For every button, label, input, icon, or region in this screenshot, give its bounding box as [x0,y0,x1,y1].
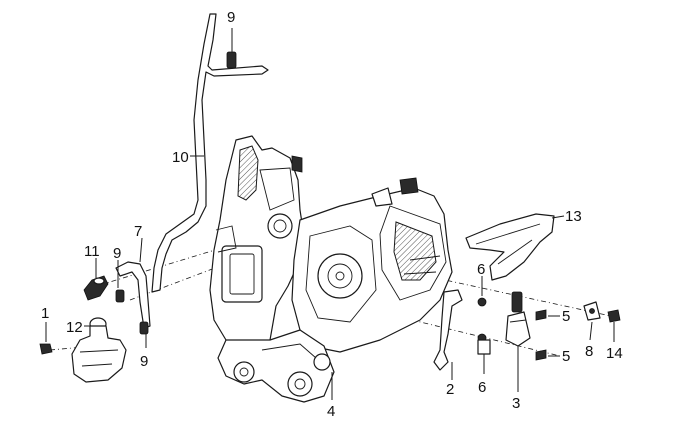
engine-assembly [209,135,453,403]
callout-7: 7 [134,223,142,240]
tank-cap [83,275,109,301]
callout-5-upper: 5 [562,308,570,325]
callout-8: 8 [585,343,593,360]
bolt-14 [607,309,621,323]
leader-lines [45,28,615,400]
hose-clip-left [115,289,125,303]
breather-tube [151,13,269,293]
spacer-6 [477,339,491,355]
callout-10: 10 [172,149,189,166]
reservoir-tank [71,317,127,383]
hose-clip-bottom [139,321,149,335]
callout-9-bottom: 9 [140,353,148,370]
small-hose [115,261,151,335]
mounting-bracket [433,289,463,371]
callout-4: 4 [327,403,335,420]
callout-labels: 9 10 7 9 11 12 1 9 4 13 2 6 6 3 5 5 8 14 [41,9,623,420]
callout-2: 2 [446,381,454,398]
callout-11: 11 [84,243,100,260]
callout-1: 1 [41,305,49,322]
callout-9-top: 9 [227,9,235,26]
callout-6-lower: 6 [478,379,486,396]
callout-5-lower: 5 [562,348,570,365]
callout-6-upper: 6 [477,261,485,278]
clip-8 [583,301,601,321]
engine-side-cover [465,213,555,281]
callout-13: 13 [565,208,582,225]
voltage-regulator [505,291,531,347]
callout-14: 14 [606,345,623,362]
hose-clip-top [226,51,237,69]
callout-3: 3 [512,395,520,412]
callout-12: 12 [66,319,83,336]
callout-9-left: 9 [113,245,121,262]
bolts-5 [535,309,547,361]
bolt-1 [39,343,53,355]
flange-nuts [477,297,491,355]
